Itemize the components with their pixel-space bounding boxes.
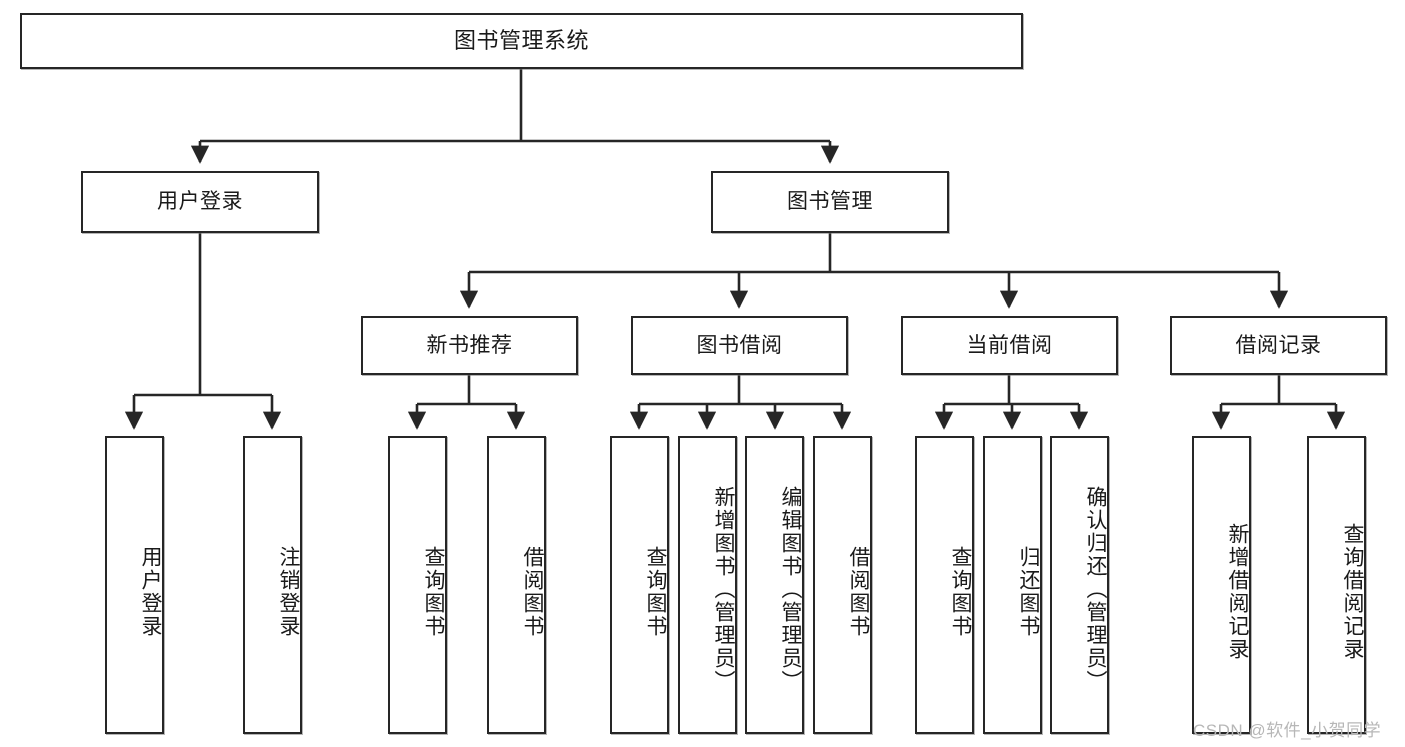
leaf-return-book[interactable]: 归还图书 xyxy=(983,436,1042,734)
leaf-query-book-recommend[interactable]: 查询图书 xyxy=(388,436,447,734)
node-root-label: 图书管理系统 xyxy=(453,27,589,53)
leaf-add-borrow-record-label: 新增借阅记录 xyxy=(1226,523,1249,661)
leaf-user-login[interactable]: 用户登录 xyxy=(105,436,164,734)
leaf-add-borrow-record[interactable]: 新增借阅记录 xyxy=(1192,436,1251,734)
leaf-query-borrow-record-label: 查询借阅记录 xyxy=(1341,523,1364,661)
leaf-confirm-return-admin-label: 确认归还（管理员） xyxy=(1084,485,1107,693)
leaf-borrow-book-recommend[interactable]: 借阅图书 xyxy=(487,436,546,734)
leaf-confirm-return-admin[interactable]: 确认归还（管理员） xyxy=(1050,436,1109,734)
leaf-query-book-current-label: 查询图书 xyxy=(949,546,972,638)
leaf-edit-book-admin-label: 编辑图书（管理员） xyxy=(779,485,802,693)
leaf-logout[interactable]: 注销登录 xyxy=(243,436,302,734)
node-current-borrow-label: 当前借阅 xyxy=(966,333,1053,357)
leaf-borrow-book-label: 借阅图书 xyxy=(847,546,870,638)
leaf-add-book-admin[interactable]: 新增图书（管理员） xyxy=(678,436,737,734)
node-current-borrow[interactable]: 当前借阅 xyxy=(901,316,1118,375)
leaf-query-book-current[interactable]: 查询图书 xyxy=(915,436,974,734)
node-new-book-recommend[interactable]: 新书推荐 xyxy=(361,316,578,375)
node-book-borrow-label: 图书借阅 xyxy=(696,333,783,357)
leaf-query-borrow-record[interactable]: 查询借阅记录 xyxy=(1307,436,1366,734)
leaf-logout-label: 注销登录 xyxy=(277,546,300,638)
node-borrow-records[interactable]: 借阅记录 xyxy=(1170,316,1387,375)
node-user-login[interactable]: 用户登录 xyxy=(81,171,319,233)
leaf-query-book-borrow[interactable]: 查询图书 xyxy=(610,436,669,734)
node-new-book-recommend-label: 新书推荐 xyxy=(426,333,513,357)
node-borrow-records-label: 借阅记录 xyxy=(1235,333,1322,357)
leaf-user-login-label: 用户登录 xyxy=(139,546,162,638)
leaf-query-book-borrow-label: 查询图书 xyxy=(644,546,667,638)
leaf-borrow-book-recommend-label: 借阅图书 xyxy=(521,546,544,638)
leaf-borrow-book[interactable]: 借阅图书 xyxy=(813,436,872,734)
node-root-system[interactable]: 图书管理系统 xyxy=(20,13,1023,69)
node-book-borrow[interactable]: 图书借阅 xyxy=(631,316,848,375)
leaf-query-book-recommend-label: 查询图书 xyxy=(422,546,445,638)
node-user-login-label: 用户登录 xyxy=(157,190,243,214)
node-book-management[interactable]: 图书管理 xyxy=(711,171,949,233)
node-book-management-label: 图书管理 xyxy=(787,190,873,214)
leaf-return-book-label: 归还图书 xyxy=(1017,546,1040,638)
leaf-add-book-admin-label: 新增图书（管理员） xyxy=(712,485,735,693)
leaf-edit-book-admin[interactable]: 编辑图书（管理员） xyxy=(745,436,804,734)
